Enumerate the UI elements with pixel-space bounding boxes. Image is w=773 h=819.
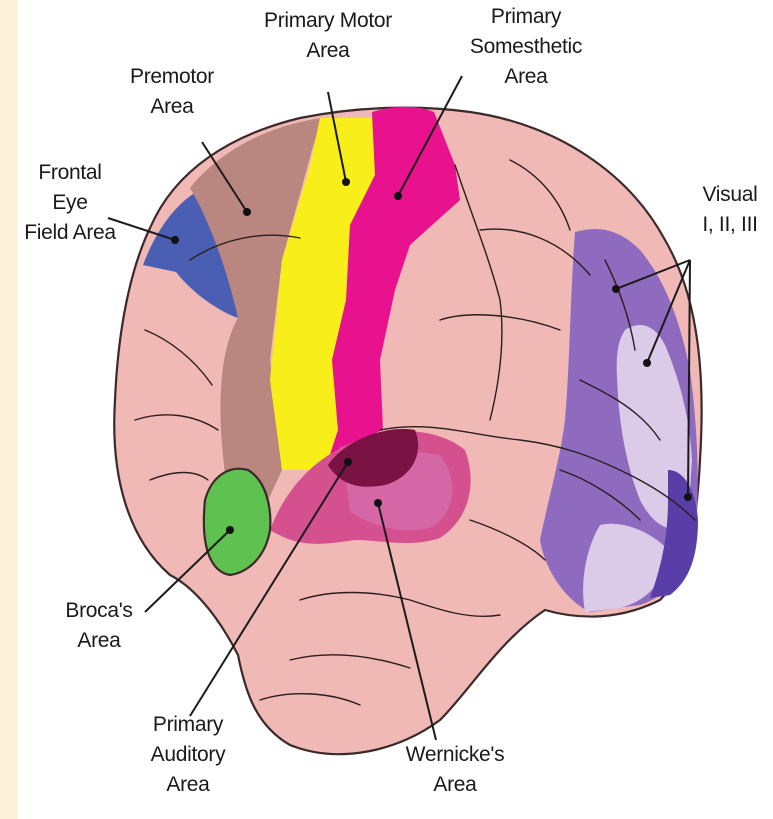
label-primary-somesthetic: Primary Somesthetic Area [446,2,606,92]
label-frontal-eye-field: Frontal Eye Field Area [14,158,126,248]
label-premotor: Premotor Area [112,62,232,122]
label-primary-auditory: Primary Auditory Area [128,710,248,800]
label-wernickes: Wernicke's Area [390,740,520,800]
label-visual: Visual I, II, III [690,180,770,240]
label-primary-motor: Primary Motor Area [248,6,408,66]
label-brocas: Broca's Area [44,596,154,656]
